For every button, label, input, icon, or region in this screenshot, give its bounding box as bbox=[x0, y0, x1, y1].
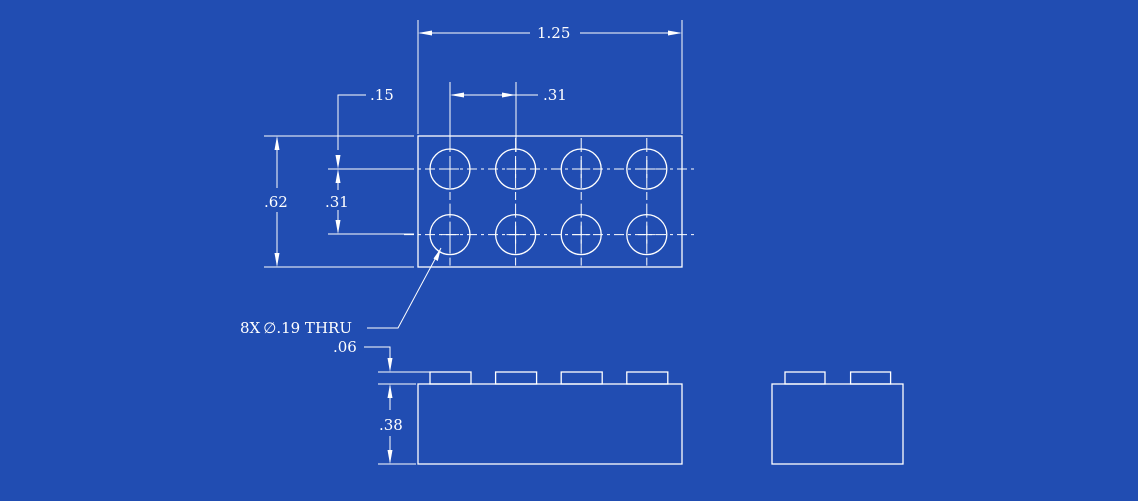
hole-pattern bbox=[404, 138, 696, 266]
stud bbox=[429, 371, 472, 385]
top-view bbox=[404, 135, 696, 268]
arrowhead bbox=[274, 136, 280, 150]
dim-stud-height: .06 bbox=[333, 338, 430, 398]
dim-overall-length: 1.25 bbox=[417, 20, 683, 134]
diameter-symbol: ∅ bbox=[263, 319, 276, 337]
stud bbox=[849, 371, 892, 385]
side-view bbox=[771, 371, 904, 465]
hole-count: 8X bbox=[240, 319, 261, 337]
arrowhead bbox=[668, 30, 682, 36]
front-view-body bbox=[417, 383, 683, 465]
hole-callout-label: 8X∅.19 THRU bbox=[240, 319, 352, 337]
dim-edge-offset: .15 bbox=[328, 86, 414, 190]
top-view-outline bbox=[417, 135, 683, 268]
arrowhead bbox=[450, 92, 464, 98]
overall-width-label: .62 bbox=[264, 193, 288, 211]
dim-overall-width: .62 bbox=[264, 135, 414, 268]
edge-offset-label: .15 bbox=[370, 86, 394, 104]
arrowhead bbox=[387, 450, 393, 464]
arrowhead bbox=[335, 169, 341, 183]
dim-hole-pitch-x: .31 bbox=[449, 82, 567, 152]
dim-hole-pitch-y: .31 bbox=[325, 193, 414, 235]
stud bbox=[626, 371, 669, 385]
hole-pitch-y-label: .31 bbox=[325, 193, 349, 211]
arrowhead bbox=[274, 253, 280, 267]
front-view bbox=[417, 371, 683, 465]
arrowhead bbox=[335, 155, 341, 169]
arrowhead bbox=[387, 358, 393, 372]
hole-callout: 8X∅.19 THRU bbox=[240, 247, 442, 337]
stud bbox=[494, 371, 538, 385]
body-height-label: .38 bbox=[379, 416, 403, 434]
dim-body-height: .38 bbox=[378, 386, 416, 465]
front-studs bbox=[429, 371, 669, 385]
stud-height-label: .06 bbox=[333, 338, 357, 356]
hole-pitch-x-label: .31 bbox=[543, 86, 567, 104]
stud bbox=[560, 371, 603, 385]
arrowhead bbox=[502, 92, 516, 98]
arrowhead bbox=[433, 248, 441, 261]
arrowhead bbox=[335, 220, 341, 234]
stud bbox=[784, 371, 826, 385]
arrowhead bbox=[418, 30, 432, 36]
overall-length-label: 1.25 bbox=[537, 24, 570, 42]
side-view-body bbox=[771, 383, 904, 465]
hole-spec: .19 THRU bbox=[276, 319, 352, 337]
side-studs bbox=[784, 371, 892, 385]
